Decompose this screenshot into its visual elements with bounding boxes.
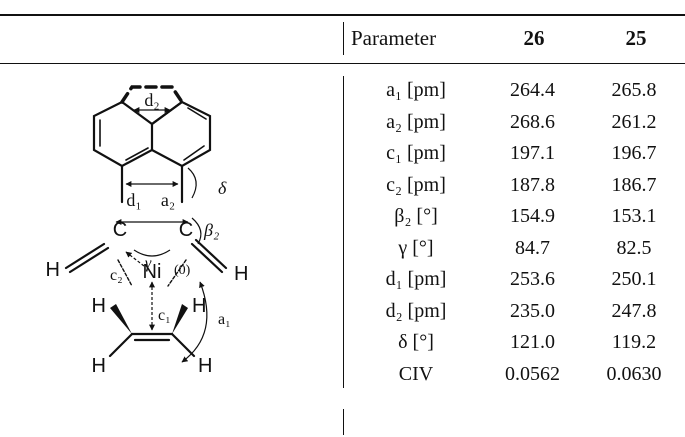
wedge-bond	[110, 304, 132, 334]
column-divider	[343, 22, 344, 55]
label-beta2: β₂	[203, 220, 219, 240]
table-row: CIV 0.0562 0.0630	[351, 359, 685, 391]
value-cell-25: 265.8	[611, 79, 657, 101]
value-cell-25: 250.1	[611, 268, 657, 290]
right-ring-bonds	[150, 100, 212, 168]
label-a2: a₂	[161, 190, 175, 210]
column-divider	[343, 76, 344, 388]
param-cell: γ [°]	[398, 236, 434, 259]
table-row: c₁ [pm] 197.1 196.7	[351, 138, 685, 170]
a1-arrow	[181, 281, 208, 363]
label-oxidation-state: (0)	[174, 263, 191, 278]
dashed-bridge	[120, 85, 184, 104]
label-d2: d₂	[144, 90, 159, 110]
atom-h-left: H	[46, 259, 60, 281]
wedge-bond	[172, 304, 188, 334]
atom-h-upper-right: H	[192, 295, 206, 317]
table-row: d₁ [pm] 253.6 250.1	[351, 264, 685, 296]
value-cell-26: 264.4	[510, 79, 555, 101]
value-cell-25: 0.0630	[606, 362, 662, 385]
value-cell-26: 121.0	[510, 331, 555, 353]
atom-h-upper-left: H	[92, 295, 106, 317]
ethylene-h-bonds	[108, 332, 196, 358]
param-cell: a₁ [pm]	[386, 79, 446, 101]
value-cell-25: 82.5	[616, 236, 652, 259]
label-gamma: γ	[145, 255, 152, 272]
value-cell-26: 268.6	[510, 110, 555, 133]
c2-arrow	[125, 251, 145, 267]
param-cell: CIV	[398, 362, 434, 385]
atom-c-left: C	[113, 219, 127, 241]
table-row: β₂ [°] 154.9 153.1	[351, 201, 685, 233]
atom-h-right: H	[234, 263, 248, 285]
value-cell-25: 247.8	[611, 299, 657, 322]
param-cell: d₁ [pm]	[385, 268, 447, 290]
value-cell-25: 261.2	[611, 110, 657, 133]
atom-h-lower-left: H	[92, 355, 106, 377]
param-cell: d₂ [pm]	[385, 299, 447, 322]
delta-angle-arc	[187, 167, 197, 199]
value-cell-26: 84.7	[515, 236, 550, 259]
column-divider	[343, 409, 344, 435]
peri-bonds	[120, 164, 184, 204]
value-cell-26: 154.9	[510, 205, 555, 227]
param-cell: β₂ [°]	[394, 205, 438, 227]
value-cell-26: 235.0	[510, 299, 555, 322]
table-row: c₂ [pm] 187.8 186.7	[351, 170, 685, 202]
left-alkyne-bond	[64, 242, 110, 274]
atom-ni: Ni	[143, 261, 162, 283]
value-cell-26: 187.8	[510, 173, 555, 196]
atom-c-right: C	[179, 219, 193, 241]
value-cell-25: 153.1	[611, 205, 657, 227]
atom-h-lower-right: H	[198, 355, 212, 377]
beta2-angle-arc	[191, 217, 202, 245]
header-compound-25: 25	[625, 26, 647, 50]
label-delta: δ	[218, 178, 227, 198]
header-parameter: Parameter	[351, 26, 437, 50]
value-cell-26: 0.0562	[505, 362, 560, 385]
table-row: γ [°] 84.7 82.5	[351, 233, 685, 265]
header-compound-26: 26	[523, 26, 545, 50]
table-header-rule	[0, 63, 685, 64]
label-d1: d₁	[126, 190, 141, 210]
label-a1: a₁	[218, 311, 231, 328]
left-ring-bonds	[92, 100, 154, 168]
label-c2: c₂	[110, 267, 123, 284]
value-cell-25: 186.7	[611, 173, 657, 196]
table-row: a₂ [pm] 268.6 261.2	[351, 107, 685, 139]
table-row: d₂ [pm] 235.0 247.8	[351, 296, 685, 328]
param-cell: c₂ [pm]	[386, 173, 446, 196]
molecular-scheme: d₂ d₁ a₂ δ β₂ γ (0) c₂ c₁ a₁ C C Ni H H …	[46, 85, 248, 377]
value-cell-26: 197.1	[510, 142, 555, 164]
right-alkyne-bond	[190, 238, 228, 274]
label-c1: c₁	[158, 307, 171, 324]
ethylene-double-bond	[130, 332, 174, 342]
aromatic-double-bonds	[99, 107, 207, 161]
parameter-table-body: a₁ [pm] 264.4 265.8 a₂ [pm] 268.6 261.2 c₁ […	[351, 75, 685, 390]
param-cell: a₂ [pm]	[386, 110, 446, 133]
value-cell-25: 119.2	[611, 331, 657, 353]
value-cell-25: 196.7	[611, 142, 657, 164]
table-row: a₁ [pm] 264.4 265.8	[351, 75, 685, 107]
param-cell: δ [°]	[398, 331, 434, 353]
table-top-rule	[0, 14, 685, 16]
gamma-angle-arc	[133, 249, 171, 257]
ni-alkyne-contacts	[117, 259, 187, 287]
param-cell: c₁ [pm]	[386, 142, 446, 164]
table-row: δ [°] 121.0 119.2	[351, 327, 685, 359]
value-cell-26: 253.6	[510, 268, 555, 290]
